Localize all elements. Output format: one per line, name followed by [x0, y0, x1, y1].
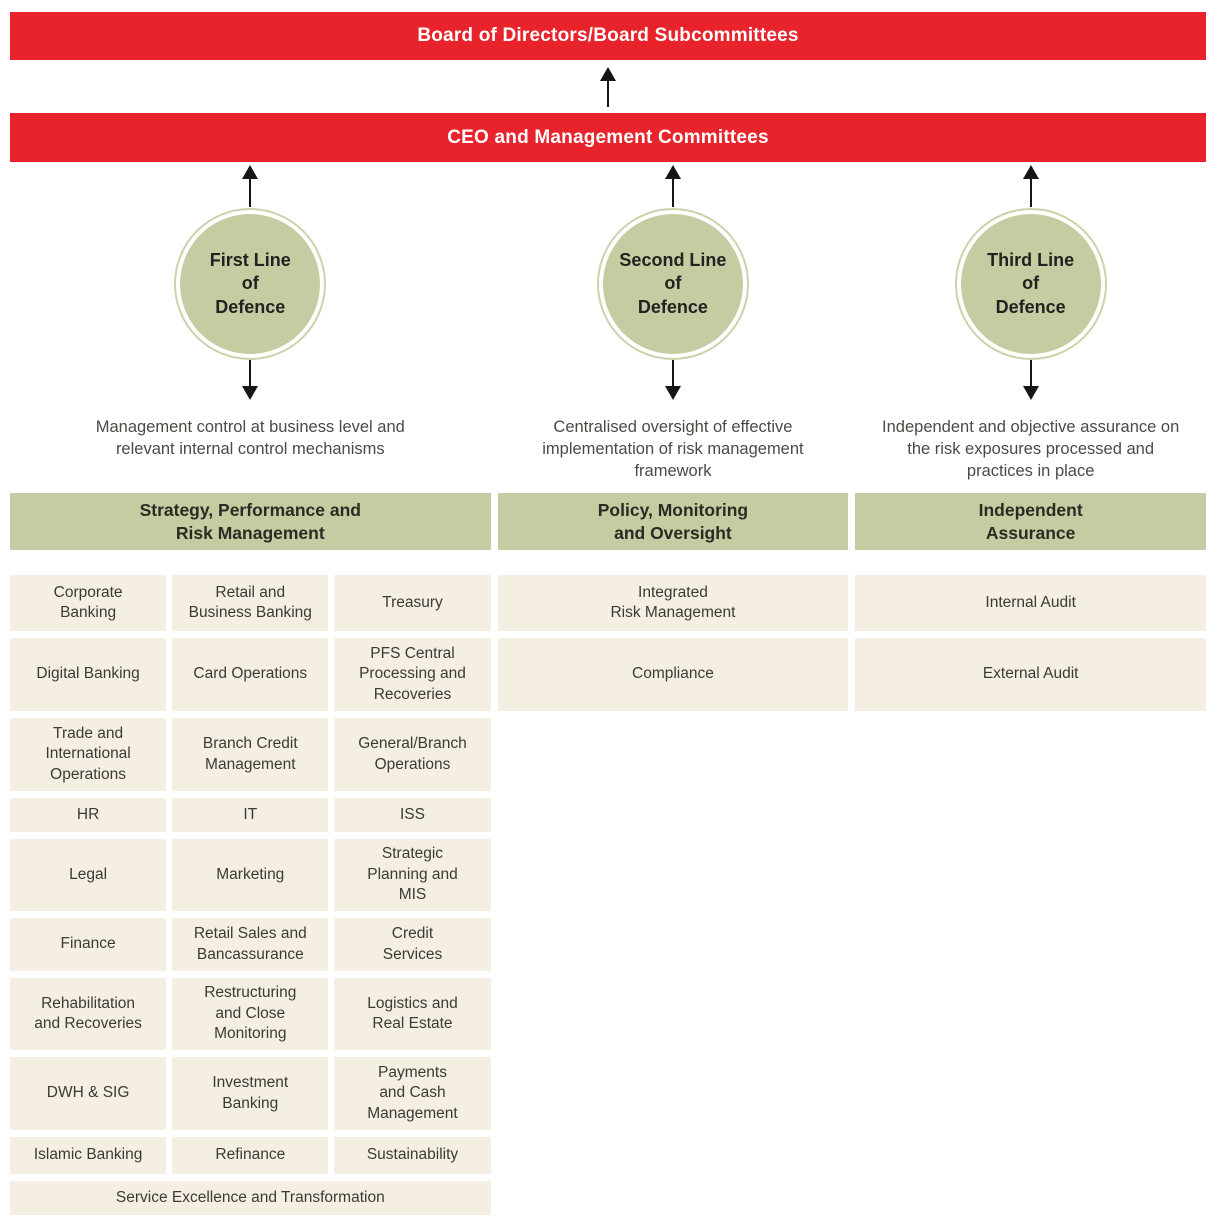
grid-cell: Retail and Business Banking — [172, 575, 329, 631]
grid-cell: Treasury — [334, 575, 491, 631]
ceo-banner: CEO and Management Committees — [10, 113, 1206, 162]
arrow-down-icon — [242, 360, 259, 402]
grid-cell: Branch Credit Management — [172, 718, 329, 791]
grid-cell: Compliance — [497, 638, 849, 711]
arrow-shaft — [671, 179, 674, 207]
grid-cell: ISS — [334, 798, 491, 832]
board-banner-label: Board of Directors/Board Subcommittees — [417, 25, 799, 46]
strategy-header: Strategy, Performance and Risk Managemen… — [10, 493, 491, 550]
arrow-head — [1022, 386, 1039, 400]
second-line-circle: Second Line of Defence — [596, 208, 749, 360]
arrow-up-icon — [1022, 162, 1039, 208]
banner-link-zone — [10, 60, 1206, 113]
policy-header: Policy, Monitoring and Oversight — [497, 493, 849, 550]
board-banner: Board of Directors/Board Subcommittees — [10, 12, 1206, 60]
arrow-down-icon — [664, 360, 681, 402]
grid-cell: IT — [172, 798, 329, 832]
third-line-description: Independent and objective assurance on t… — [882, 418, 1180, 480]
grid-cell: Integrated Risk Management — [497, 575, 849, 631]
arrow-head — [242, 386, 259, 400]
third-line-column: Third Line of Defence Independent and ob… — [855, 162, 1206, 1215]
grid-cell: Investment Banking — [172, 1057, 329, 1130]
grid-cell: Logistics and Real Estate — [334, 978, 491, 1050]
third-line-circle-label: Third Line of Defence — [960, 214, 1101, 354]
first-line-circle: First Line of Defence — [174, 208, 327, 360]
grid-cell: General/Branch Operations — [334, 718, 491, 791]
grid-cell: Corporate Banking — [10, 575, 167, 631]
ceo-banner-label: CEO and Management Committees — [447, 126, 769, 148]
policy-grid: Integrated Risk Management Compliance — [497, 575, 849, 711]
grid-cell: Marketing — [172, 839, 329, 911]
grid-cell: Restructuring and Close Monitoring — [172, 978, 329, 1050]
grid-cell: Trade and International Operations — [10, 718, 167, 791]
grid-cell: Strategic Planning and MIS — [334, 839, 491, 911]
grid-cell: Payments and Cash Management — [334, 1057, 491, 1130]
first-line-column: First Line of Defence Management control… — [10, 162, 491, 1215]
arrow-shaft — [1029, 360, 1032, 386]
second-line-column: Second Line of Defence Centralised overs… — [497, 162, 849, 1215]
assurance-grid: Internal Audit External Audit — [855, 575, 1206, 711]
grid-cell-footer: Service Excellence and Transformation — [10, 1181, 491, 1215]
first-line-description: Management control at business level and… — [95, 418, 405, 458]
grid-cell: Digital Banking — [10, 638, 167, 711]
grid-cell: Finance — [10, 918, 167, 971]
grid-cell: Sustainability — [334, 1137, 491, 1174]
third-line-circle: Third Line of Defence — [954, 208, 1107, 360]
arrow-up-icon — [242, 162, 259, 208]
grid-cell: Internal Audit — [855, 575, 1206, 631]
grid-cell: External Audit — [855, 638, 1206, 711]
first-line-circle-label: First Line of Defence — [180, 214, 321, 354]
arrow-head — [1022, 165, 1039, 179]
grid-cell: Credit Services — [334, 918, 491, 971]
arrow-head — [664, 386, 681, 400]
grid-cell: Refinance — [172, 1137, 329, 1174]
defence-columns: First Line of Defence Management control… — [10, 162, 1206, 1215]
grid-cell: Rehabilitation and Recoveries — [10, 978, 167, 1050]
grid-cell: Retail Sales and Bancassurance — [172, 918, 329, 971]
arrow-shaft — [607, 80, 609, 107]
grid-cell: HR — [10, 798, 167, 832]
arrow-head — [242, 165, 259, 179]
grid-cell: Legal — [10, 839, 167, 911]
arrow-up-icon — [600, 66, 616, 107]
arrow-shaft — [671, 360, 674, 386]
assurance-header: Independent Assurance — [855, 493, 1206, 550]
strategy-grid: Corporate Banking Retail and Business Ba… — [10, 575, 491, 1215]
arrow-up-icon — [664, 162, 681, 208]
grid-cell: Islamic Banking — [10, 1137, 167, 1174]
arrow-down-icon — [1022, 360, 1039, 402]
arrow-shaft — [249, 360, 252, 386]
second-line-circle-label: Second Line of Defence — [602, 214, 743, 354]
arrow-shaft — [1029, 179, 1032, 207]
arrow-head — [600, 66, 616, 81]
grid-cell: Card Operations — [172, 638, 329, 711]
arrow-shaft — [249, 179, 252, 207]
arrow-head — [664, 165, 681, 179]
grid-cell: PFS Central Processing and Recoveries — [334, 638, 491, 711]
grid-cell: DWH & SIG — [10, 1057, 167, 1130]
second-line-description: Centralised oversight of effective imple… — [542, 418, 804, 480]
